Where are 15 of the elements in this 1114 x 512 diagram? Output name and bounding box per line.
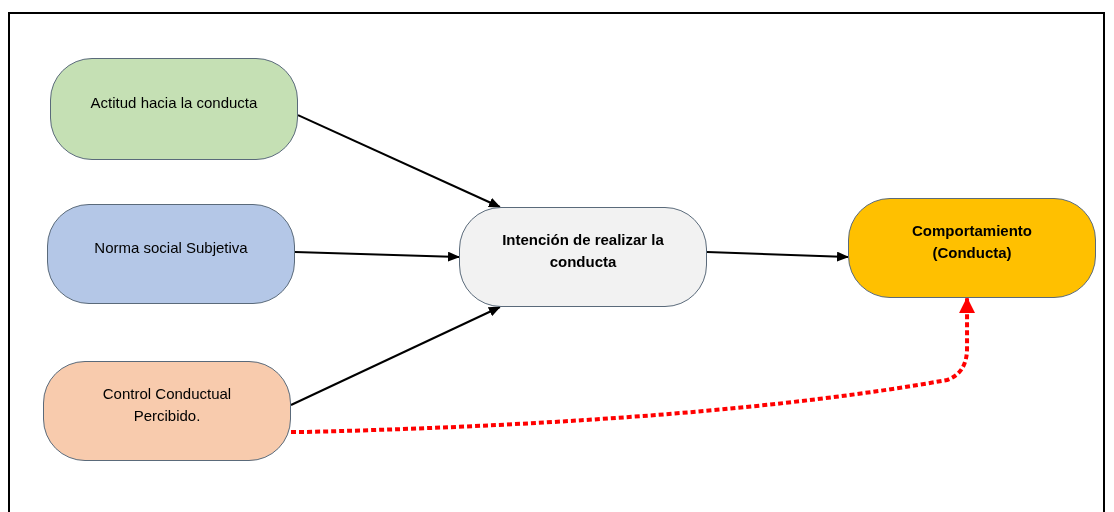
process-box [43,361,291,461]
node-label: Norma social Subjetiva [94,238,248,258]
node-label: Control Conductual Percibido. [101,384,233,426]
arrow [291,297,976,434]
process-box [848,198,1096,298]
node-label: Intención de realizar la conducta [501,230,665,272]
process-box [459,207,707,307]
arrow [297,114,501,208]
node-label: Comportamiento (Conducta) [911,221,1033,263]
process-box [50,58,298,160]
arrow [290,306,501,406]
arrow [294,251,460,262]
arrow [706,251,849,262]
node-label: Actitud hacia la conducta [90,93,258,113]
process-box [47,204,295,304]
